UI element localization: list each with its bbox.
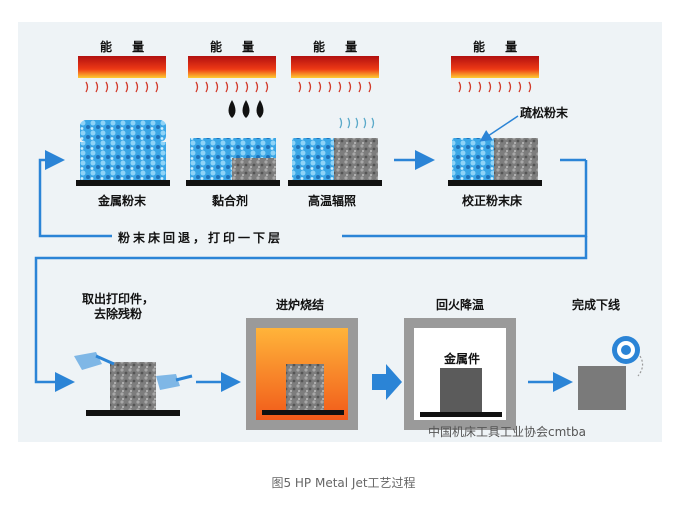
heat-waves-icon [339,117,375,129]
label-loose-powder: 疏松粉末 [520,106,569,120]
powder-bed-2 [186,138,280,186]
remove-part-scene [74,352,193,416]
finished-part [578,336,644,410]
anneal-chamber [404,318,516,430]
label-metal-part: 金属件 [444,352,481,366]
loop-text-bg [112,226,342,246]
figure-caption: 图5 HP Metal Jet工艺过程 [271,476,416,490]
powder-bed-4 [448,138,542,186]
heater-2 [188,56,276,93]
powder-bed-3 [288,138,382,186]
label-finish: 完成下线 [572,298,621,312]
label-binder: 黏合剂 [212,194,249,208]
label-metal-powder: 金属粉末 [98,194,147,208]
energy-label-2: 能 量 [210,40,263,54]
heater-3 [291,56,379,93]
energy-label-1: 能 量 [100,40,153,54]
energy-label-4: 能 量 [473,40,526,54]
heater-1 [78,56,166,93]
watermark: 中国机床工具工业协会cmtba [428,425,586,439]
loose-powder-pointer [479,115,519,142]
binder-drops-icon [228,100,264,118]
label-anneal: 回火降温 [436,298,485,312]
label-remove-part: 取出打印件， 去除残粉 [82,292,155,321]
powder-bed-1 [76,120,170,186]
label-sinter: 进炉烧结 [276,298,325,312]
energy-label-3: 能 量 [313,40,366,54]
arrow-to-anneal [372,364,402,400]
label-heat-radiation: 高温辐照 [308,194,357,208]
sinter-furnace [246,318,358,430]
heater-4 [451,56,539,93]
loop-arrow [34,150,588,392]
label-calibrate-bed: 校正粉末床 [462,194,523,208]
loop-label: 粉末床回退，打印一下层 [118,231,284,245]
